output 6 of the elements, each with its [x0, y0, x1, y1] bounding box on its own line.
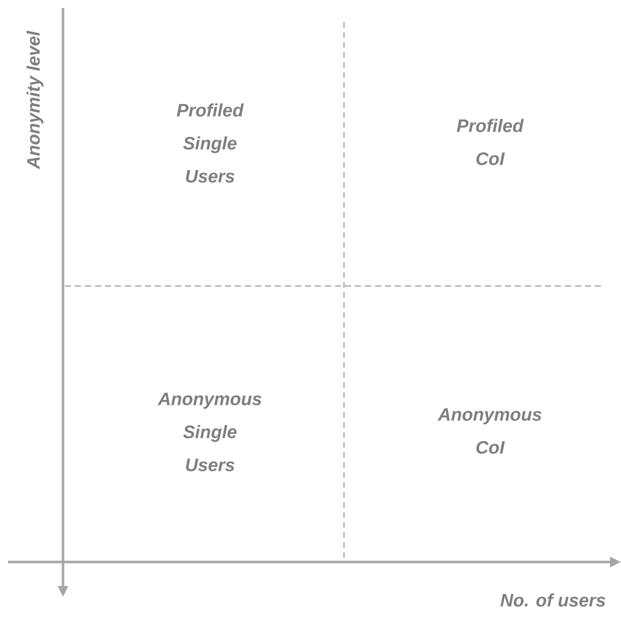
axis-label: Anonymity level — [26, 30, 44, 170]
axis-label: No. of users — [500, 593, 606, 607]
quadrant-label: Profiled CoI — [456, 118, 524, 166]
quadrant-label: Anonymous Single Users — [158, 392, 262, 472]
quadrant-label: Anonymous CoI — [438, 408, 542, 454]
quadrant-label: Profiled Single Users — [176, 103, 244, 183]
